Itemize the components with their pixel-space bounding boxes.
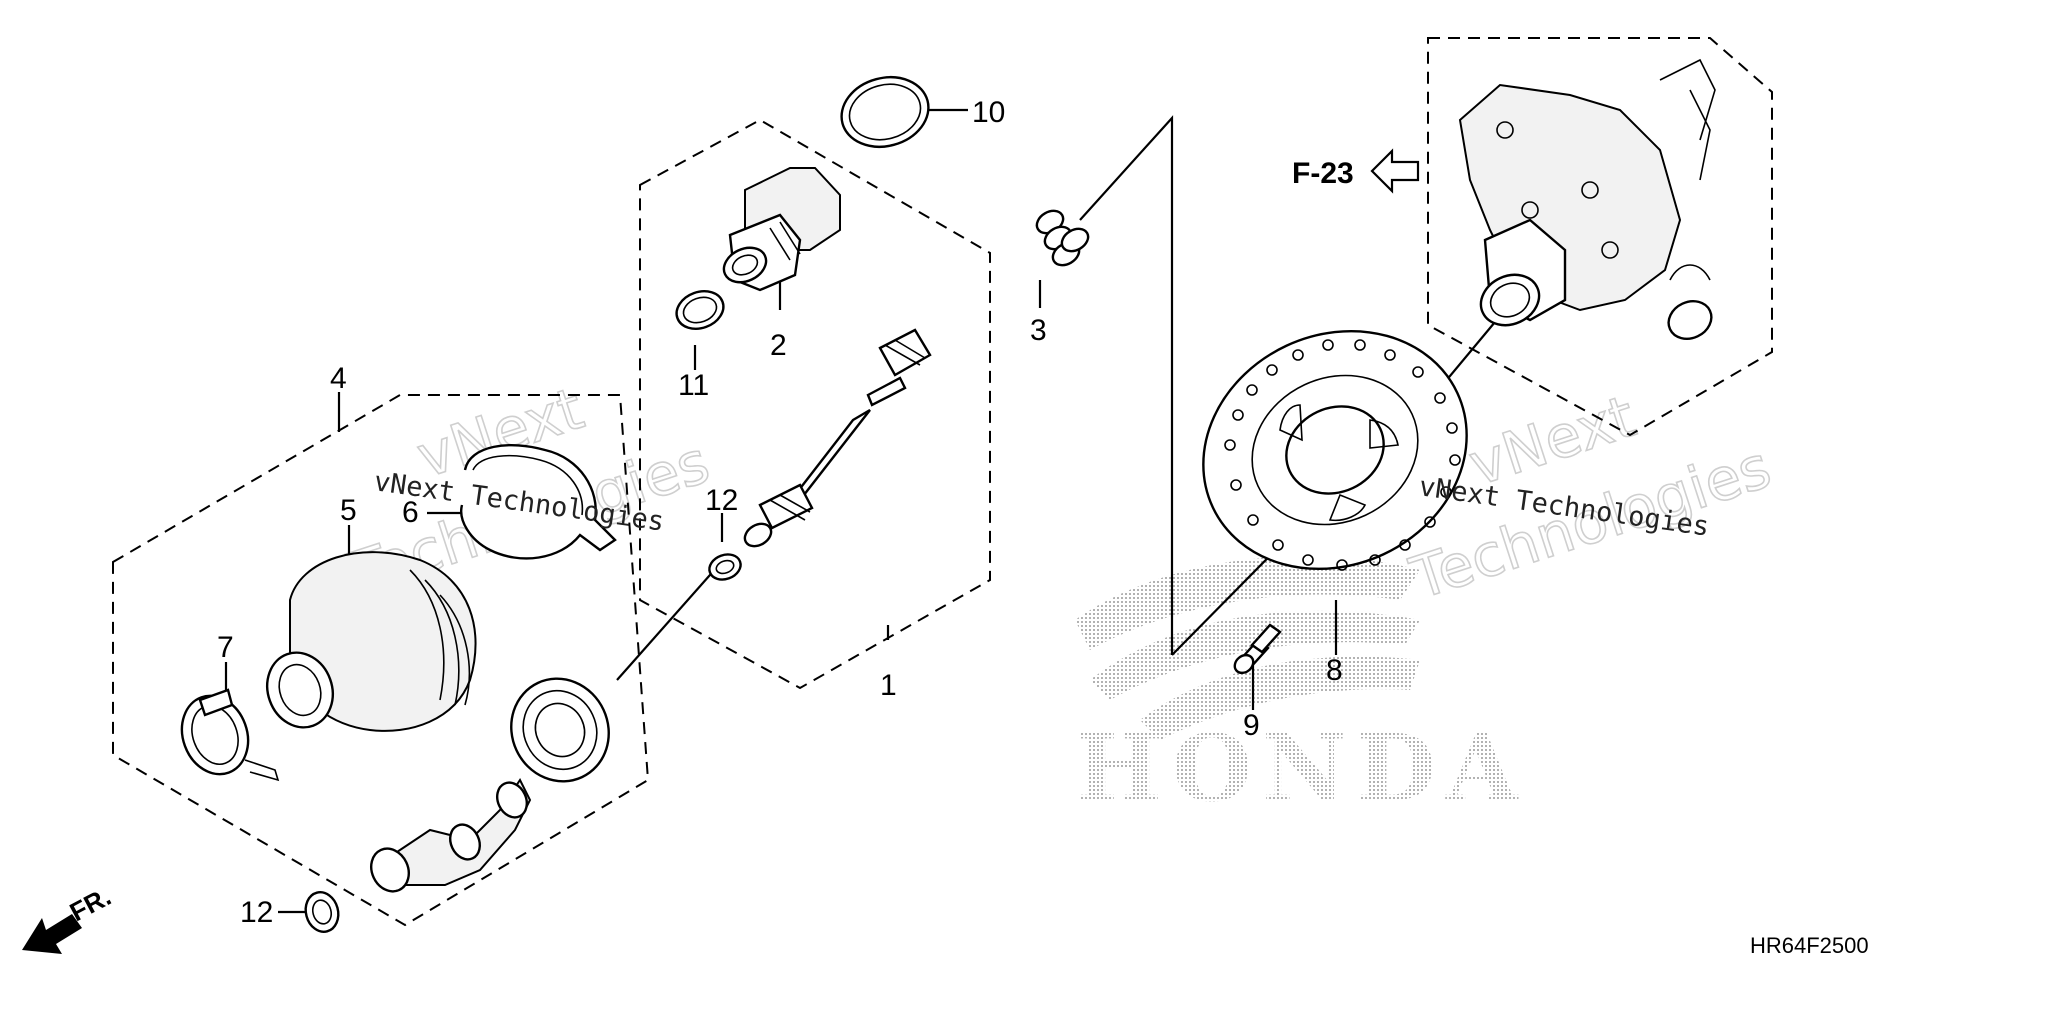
callout-12-upper[interactable]: 12 bbox=[705, 484, 738, 517]
washer-upper bbox=[708, 553, 742, 581]
callout-8[interactable]: 8 bbox=[1326, 654, 1343, 687]
washer-lower bbox=[304, 891, 340, 933]
callout-7[interactable]: 7 bbox=[217, 631, 234, 664]
drive-shaft bbox=[743, 328, 932, 548]
callout-9[interactable]: 9 bbox=[1243, 709, 1260, 742]
boot-band-large bbox=[460, 444, 617, 560]
callout-4[interactable]: 4 bbox=[330, 362, 347, 395]
callout-11[interactable]: 11 bbox=[678, 369, 709, 402]
bearing-ring bbox=[510, 677, 610, 783]
callout-3[interactable]: 3 bbox=[1030, 314, 1047, 347]
o-ring-large bbox=[840, 76, 930, 148]
brand-watermark-text: HONDA bbox=[1075, 714, 1527, 822]
diagram-code: HR64F2500 bbox=[1750, 933, 1869, 958]
universal-joint bbox=[370, 778, 532, 893]
reference-arrow-icon bbox=[1370, 148, 1420, 194]
front-direction-indicator: FR. bbox=[22, 881, 116, 954]
front-arrow-icon bbox=[22, 914, 82, 954]
brand-watermark: HONDA bbox=[1075, 556, 1527, 822]
callout-6[interactable]: 6 bbox=[402, 496, 419, 529]
boot-band-small bbox=[180, 688, 280, 782]
callout-1[interactable]: 1 bbox=[880, 669, 897, 702]
reference-label-f23: F-23 bbox=[1292, 157, 1354, 190]
callout-10[interactable]: 10 bbox=[972, 96, 1005, 129]
assembly-boundary-inboard-joint bbox=[639, 118, 991, 690]
callout-12-lower[interactable]: 12 bbox=[240, 896, 273, 929]
spring bbox=[1035, 209, 1090, 267]
inboard-joint-housing bbox=[722, 167, 841, 292]
reference-arrow-f23[interactable]: F-23 bbox=[1292, 148, 1420, 194]
bolt bbox=[1233, 623, 1282, 675]
callout-2[interactable]: 2 bbox=[770, 329, 787, 362]
brake-disc bbox=[1202, 329, 1468, 571]
boot bbox=[266, 551, 477, 732]
knuckle-hub bbox=[1458, 58, 1716, 340]
o-ring-small bbox=[675, 289, 725, 331]
assembly-boundary-knuckle bbox=[1427, 37, 1773, 437]
callout-5[interactable]: 5 bbox=[340, 494, 357, 527]
